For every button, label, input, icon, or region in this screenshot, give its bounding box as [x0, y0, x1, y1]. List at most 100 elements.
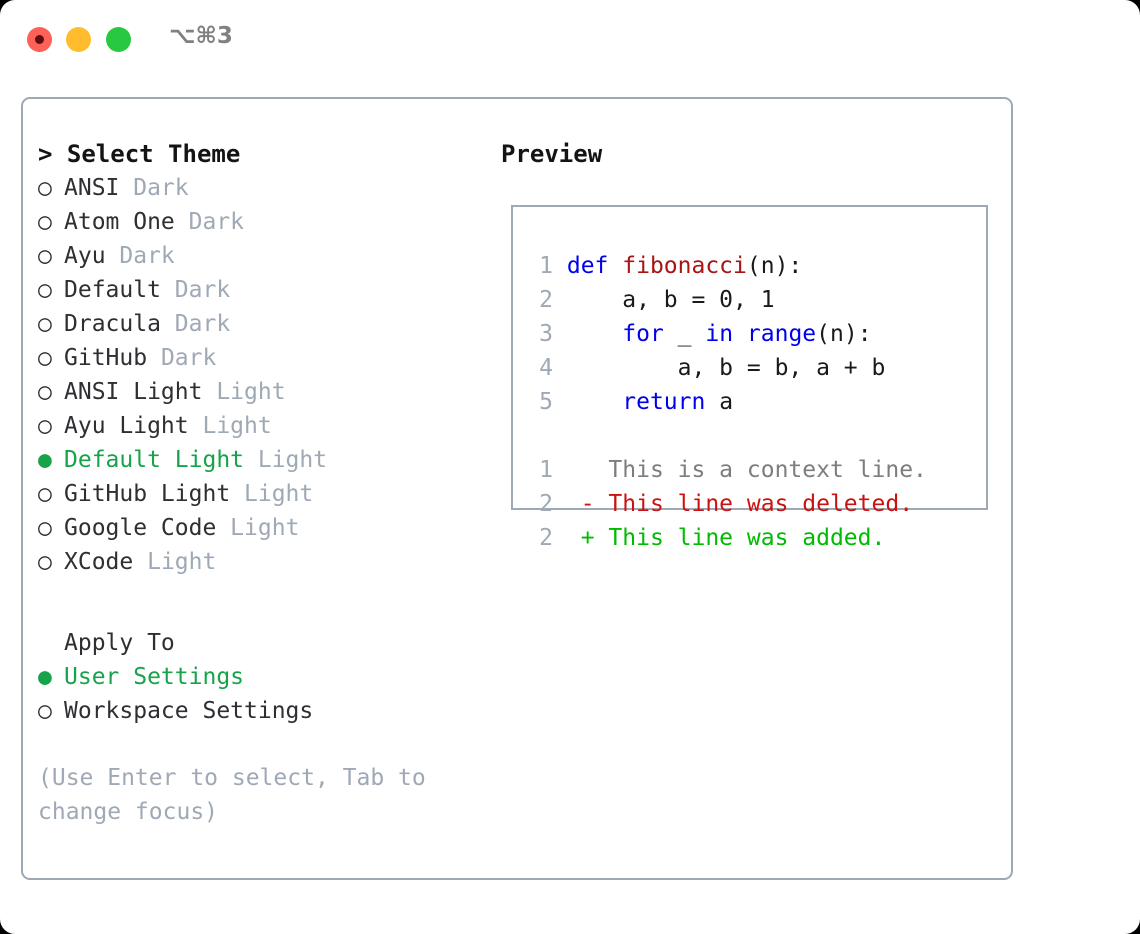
- radio-unselected-icon: ○: [38, 277, 52, 303]
- line-number: 2: [539, 491, 553, 517]
- theme-selector-card: > Select Theme ○ANSI Dark○Atom One Dark○…: [21, 97, 1013, 880]
- apply-to-panel: Apply To ●User Settings ○ Workspace Settin…: [38, 626, 488, 728]
- theme-option-kind: Light: [133, 549, 217, 575]
- theme-option-kind: Dark: [160, 311, 231, 337]
- code-token: (n):: [746, 253, 803, 279]
- apply-to-list[interactable]: ●User Settings ○ Workspace Settings: [38, 660, 488, 728]
- apply-to-option-label: Workspace Settings: [64, 698, 314, 724]
- code-token: a, b = 0, 1: [566, 287, 775, 313]
- diff-text: This line was added.: [594, 525, 886, 551]
- code-token: for: [622, 321, 664, 347]
- diff-line: 2 - This line was deleted.: [523, 487, 983, 521]
- theme-option-kind: Light: [188, 413, 272, 439]
- code-token: [733, 321, 747, 347]
- code-token: range: [746, 321, 817, 347]
- radio-unselected-icon: ○: [38, 345, 52, 371]
- code-line: 4 a, b = b, a + b: [523, 351, 983, 385]
- line-number: 1: [539, 253, 553, 279]
- radio-unselected-icon: ○: [38, 209, 52, 235]
- theme-picker-panel: > Select Theme ○ANSI Dark○Atom One Dark○…: [38, 137, 488, 579]
- theme-option-label: Default: [64, 277, 161, 303]
- keyboard-hint-text: (Use Enter to select, Tab to change focu…: [38, 765, 426, 825]
- code-token: return: [622, 389, 706, 415]
- preview-panel: Preview: [501, 137, 1001, 171]
- theme-option[interactable]: ○ANSI Dark: [38, 171, 488, 205]
- theme-option[interactable]: ○ ANSI Light Light: [38, 375, 488, 409]
- apply-to-option[interactable]: ●User Settings: [38, 660, 488, 694]
- line-number: 2: [539, 287, 553, 313]
- code-line: 2 a, b = 0, 1: [523, 283, 983, 317]
- diff-sign: +: [580, 525, 595, 551]
- preview-heading: Preview: [501, 140, 603, 168]
- code-line: 5 return a: [523, 385, 983, 419]
- theme-option[interactable]: ○GitHub Dark: [38, 341, 488, 375]
- radio-unselected-icon: ○: [38, 175, 52, 201]
- radio-unselected-icon: ○: [38, 311, 52, 337]
- code-token: [567, 389, 622, 415]
- theme-option-kind: Light: [202, 379, 286, 405]
- theme-option-label: ANSI: [64, 175, 120, 201]
- code-line: 3 for _ in range(n):: [523, 317, 983, 351]
- code-token: fibonacci: [622, 253, 747, 279]
- theme-option-label: Default Light: [64, 447, 245, 473]
- line-number: 4: [539, 355, 553, 381]
- diff-line: 2 + This line was added.: [523, 521, 983, 555]
- theme-option-kind: Dark: [160, 277, 231, 303]
- select-theme-heading: > Select Theme: [38, 140, 241, 168]
- theme-option-label: Dracula: [64, 311, 161, 337]
- line-number: 5: [539, 389, 553, 415]
- diff-sample: 1 This is a context line.2 - This line w…: [523, 453, 983, 555]
- theme-option-kind: Dark: [105, 243, 175, 269]
- theme-option-label: GitHub Light: [64, 481, 231, 507]
- close-button[interactable]: [27, 27, 52, 52]
- theme-option[interactable]: ○Ayu Dark: [38, 239, 488, 273]
- code-line: 1 def fibonacci(n):: [523, 249, 983, 283]
- theme-option[interactable]: ○Atom One Dark: [38, 205, 488, 239]
- radio-selected-icon: ●: [38, 447, 52, 473]
- apply-to-option[interactable]: ○ Workspace Settings: [38, 694, 488, 728]
- minimize-button[interactable]: [66, 27, 91, 52]
- theme-option-kind: Light: [230, 481, 314, 507]
- radio-unselected-icon: ○: [38, 698, 52, 724]
- theme-option[interactable]: ○ Google Code Light: [38, 511, 488, 545]
- diff-line: 1 This is a context line.: [523, 453, 983, 487]
- radio-unselected-icon: ○: [38, 549, 52, 575]
- code-token: in: [705, 321, 734, 347]
- theme-option[interactable]: ○XCode Light: [38, 545, 488, 579]
- radio-unselected-icon: ○: [38, 481, 52, 507]
- diff-text: This line was deleted.: [594, 491, 914, 517]
- code-token: def: [566, 253, 623, 279]
- theme-option-kind: Light: [216, 515, 300, 541]
- theme-option[interactable]: ○ Default Dark: [38, 273, 488, 307]
- theme-option[interactable]: ○ GitHub Light Light: [38, 477, 488, 511]
- radio-unselected-icon: ○: [38, 379, 52, 405]
- theme-option-label: ANSI Light: [64, 379, 203, 405]
- code-token: (n):: [816, 321, 872, 347]
- title-bar: ⌥⌘3: [0, 0, 1140, 78]
- radio-unselected-icon: ○: [38, 413, 52, 439]
- code-token: [567, 321, 622, 347]
- theme-list[interactable]: ○ANSI Dark○Atom One Dark○Ayu Dark○Defaul…: [38, 171, 488, 579]
- theme-option[interactable]: ○ Ayu Light Light: [38, 409, 488, 443]
- theme-option-kind: Light: [244, 447, 328, 473]
- code-diff-spacer: [523, 419, 983, 453]
- maximize-button[interactable]: [106, 27, 131, 52]
- apply-to-heading: Apply To: [64, 630, 175, 656]
- line-number: 2: [539, 525, 553, 551]
- keyboard-shortcut-label: ⌥⌘3: [169, 23, 233, 49]
- theme-option[interactable]: ● Default Light Light: [38, 443, 488, 477]
- theme-option-label: Google Code: [64, 515, 217, 541]
- diff-sign: -: [580, 491, 595, 517]
- code-token: a: [705, 389, 734, 415]
- diff-text: This is a context line.: [594, 457, 927, 483]
- code-token: _: [663, 321, 706, 347]
- theme-option[interactable]: ○ Dracula Dark: [38, 307, 488, 341]
- theme-option-kind: Dark: [147, 345, 217, 371]
- radio-unselected-icon: ○: [38, 515, 52, 541]
- theme-option-label: Ayu Light: [64, 413, 189, 439]
- radio-unselected-icon: ○: [38, 243, 52, 269]
